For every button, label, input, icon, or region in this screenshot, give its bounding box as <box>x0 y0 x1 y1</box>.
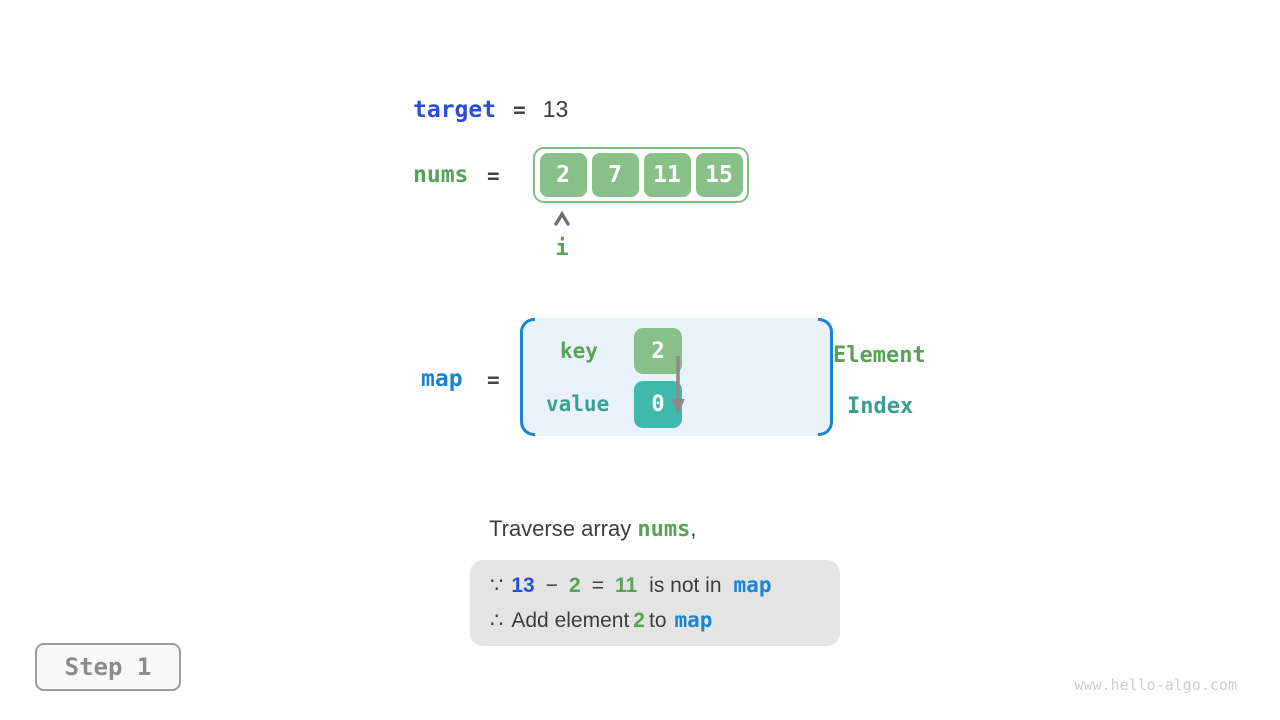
array-cell: 11 <box>643 153 691 197</box>
index-annotation: Index <box>847 394 914 419</box>
map-label: map <box>421 366 463 392</box>
caret-up-icon <box>554 210 570 226</box>
element-annotation: Element <box>833 343 926 368</box>
therefore-symbol: ∴ <box>490 609 504 632</box>
reasoning-line-1: ∵ 13 − 2 = 11 is not in map <box>490 573 840 598</box>
caption-nums-code: nums <box>637 517 691 542</box>
watermark: www.hello-algo.com <box>1074 676 1237 694</box>
nums-equals-sign: = <box>487 164 500 188</box>
map-value-value: 0 <box>651 392 665 417</box>
array-cell-value: 15 <box>705 162 733 188</box>
map-container: key value 2 0 <box>520 318 833 436</box>
array-cell-value: 7 <box>608 162 622 188</box>
not-in-text: is not in <box>649 574 722 597</box>
map-value-label: value <box>546 392 610 416</box>
map-right-bracket <box>818 318 833 436</box>
reasoning-box: ∵ 13 − 2 = 11 is not in map ∴ Add elemen… <box>470 560 840 646</box>
array-cell: 15 <box>695 153 743 197</box>
minuend-value: 13 <box>511 574 535 597</box>
map-key-label: key <box>560 339 598 363</box>
array-cell: 2 <box>539 153 587 197</box>
because-symbol: ∵ <box>490 574 504 597</box>
map-code-ref: map <box>674 608 713 632</box>
nums-label: nums <box>413 162 469 188</box>
array-cell: 7 <box>591 153 639 197</box>
map-left-bracket <box>520 318 535 436</box>
array-cell-value: 2 <box>556 162 570 188</box>
equals-sign: = <box>591 574 604 597</box>
target-row: target = 13 <box>413 96 568 123</box>
caption-before: Traverse array <box>489 516 638 541</box>
key-to-value-arrow-icon <box>671 356 685 414</box>
map-value-cell: 0 <box>634 381 682 428</box>
step-badge: Step 1 <box>35 643 181 691</box>
target-label: target <box>413 96 497 123</box>
target-equals-sign: = <box>513 97 526 122</box>
array-cell-value: 11 <box>653 162 681 188</box>
minus-sign: − <box>545 574 558 597</box>
nums-array-container: 2 7 11 15 <box>533 147 749 203</box>
pointer-i-label: i <box>555 236 569 261</box>
added-element-value: 2 <box>633 609 645 632</box>
caption-line: Traverse array nums, <box>489 516 696 542</box>
map-key-cell: 2 <box>634 328 682 374</box>
map-code-ref: map <box>733 573 772 597</box>
add-element-text: Add element <box>511 609 630 632</box>
map-key-value: 2 <box>651 338 665 364</box>
to-text: to <box>648 609 667 632</box>
map-equals-sign: = <box>487 368 500 392</box>
difference-value: 11 <box>614 574 638 597</box>
step-badge-label: Step 1 <box>64 653 152 681</box>
subtrahend-value: 2 <box>569 574 581 597</box>
target-value: 13 <box>542 96 569 122</box>
caption-after: , <box>690 516 697 541</box>
reasoning-line-2: ∴ Add element 2 to map <box>490 608 840 633</box>
